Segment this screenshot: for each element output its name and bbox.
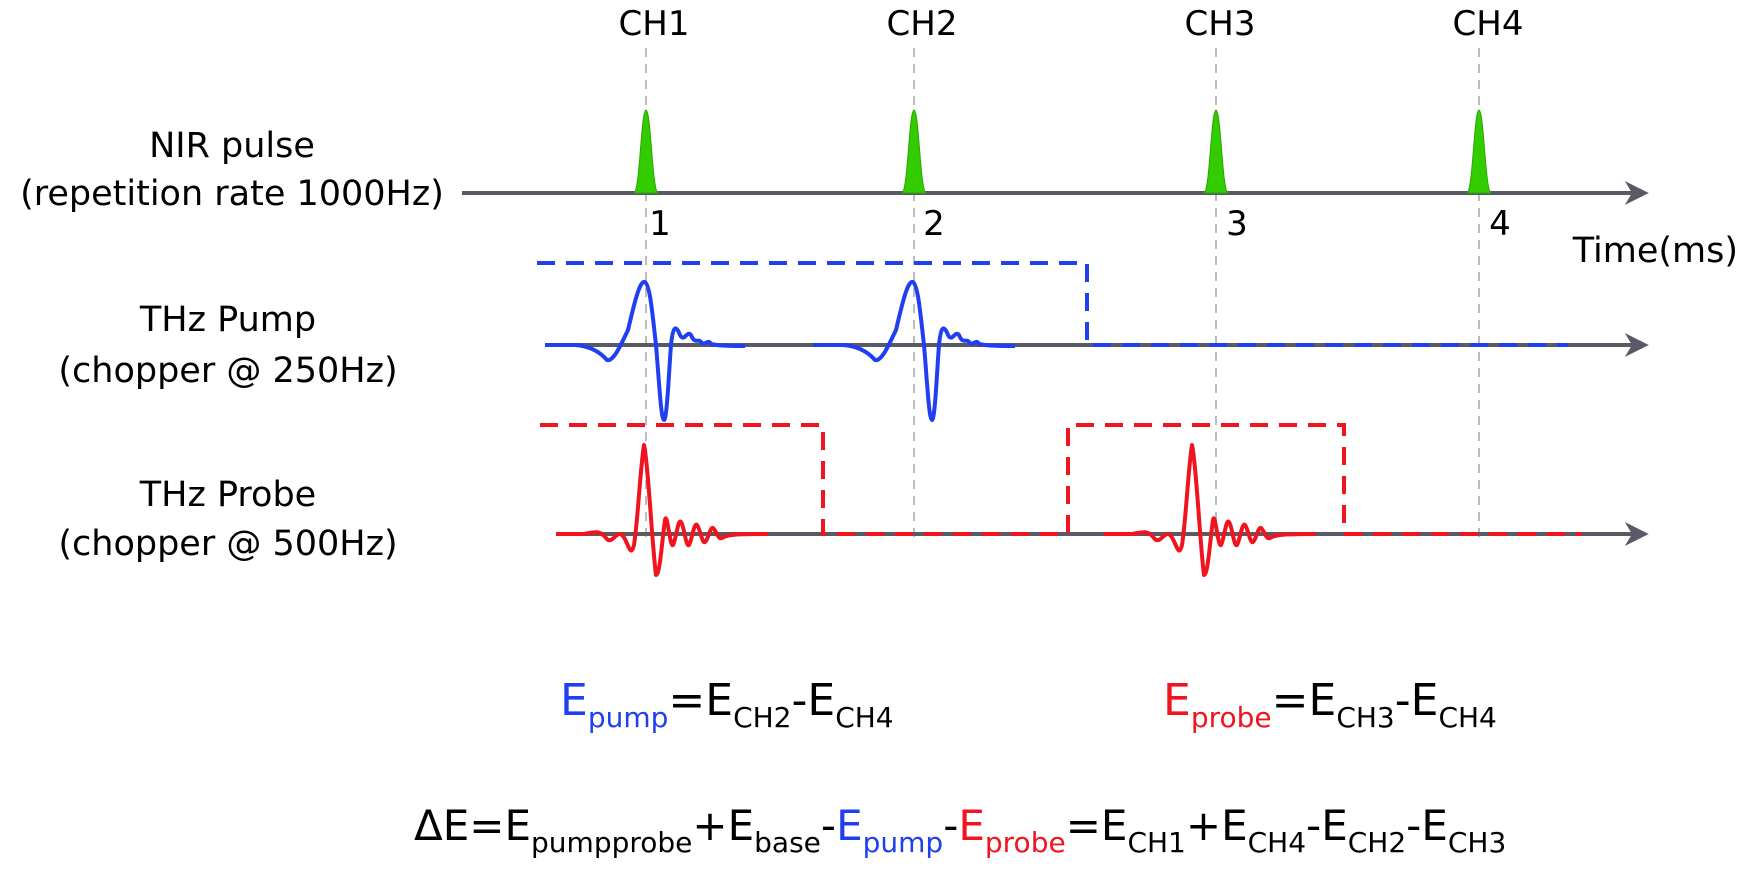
pulse-numbers: 1 2 3 4	[649, 204, 1511, 244]
pulse-number-2: 2	[923, 204, 945, 244]
delta-eq-e: E	[1101, 801, 1128, 850]
pump-waveforms	[545, 280, 1016, 422]
pump-eq-lhs-sub: pump	[588, 701, 669, 734]
delta-equation: ΔE=Epumpprobe+Ebase-Epump-Eprobe=ECH1+EC…	[414, 801, 1506, 859]
pump-eq-term2: E	[807, 675, 835, 726]
channel-label-ch4: CH4	[1453, 4, 1524, 44]
probe-eq-term1: E	[1309, 675, 1337, 726]
delta-eq-d: E	[958, 801, 985, 850]
probe-eq-lhs: E	[1163, 675, 1191, 726]
delta-eq-c-sub: pump	[863, 826, 944, 859]
delta-eq-c: E	[836, 801, 863, 850]
delta-eq-h: E	[1421, 801, 1448, 850]
nir-pulses	[633, 109, 1492, 194]
delta-eq-a: E	[504, 801, 531, 850]
probe-row-title: THz Probe	[139, 475, 316, 515]
delta-eq-equals2: =	[1066, 801, 1101, 850]
pump-row-subtitle: (chopper @ 250Hz)	[58, 351, 397, 391]
delta-eq-f-sub: CH4	[1248, 826, 1306, 859]
delta-eq-plus: +	[692, 801, 727, 850]
nir-pulse-3	[1203, 109, 1229, 194]
channel-guides	[645, 48, 1480, 540]
probe-eq-lhs-sub: probe	[1191, 701, 1272, 734]
probe-eq-term2-sub: CH4	[1438, 701, 1496, 734]
delta-eq-minus4: -	[1406, 801, 1421, 850]
probe-equation: Eprobe=ECH3-ECH4	[1163, 675, 1497, 734]
nir-row-subtitle: (repetition rate 1000Hz)	[20, 174, 444, 214]
pump-eq-lhs: E	[560, 675, 588, 726]
channel-label-ch2: CH2	[887, 4, 958, 44]
pump-chopper-window	[537, 261, 1568, 347]
delta-eq-g-sub: CH2	[1348, 826, 1406, 859]
nir-pulse-4	[1466, 109, 1492, 194]
probe-eq-equals: =	[1272, 675, 1309, 726]
probe-eq-term2: E	[1411, 675, 1439, 726]
delta-eq-f: E	[1221, 801, 1248, 850]
pump-eq-term2-sub: CH4	[835, 701, 893, 734]
delta-eq-g: E	[1321, 801, 1348, 850]
probe-waveform-1	[556, 443, 769, 577]
delta-eq-minus3: -	[1306, 801, 1321, 850]
delta-eq-minus2: -	[943, 801, 958, 850]
delta-eq-b-sub: base	[754, 826, 821, 859]
channel-labels: CH1 CH2 CH3 CH4	[619, 4, 1524, 44]
delta-eq-equals: =	[469, 801, 504, 850]
delta-eq-minus1: -	[821, 801, 836, 850]
pump-equation: Epump=ECH2-ECH4	[560, 675, 894, 734]
pump-eq-term1: E	[705, 675, 733, 726]
pump-eq-equals: =	[668, 675, 705, 726]
pump-waveform-1	[545, 280, 746, 422]
delta-eq-a-sub: pumpprobe	[531, 826, 692, 859]
delta-eq-lhs: ΔE	[414, 801, 469, 850]
probe-waveform-2	[1104, 443, 1317, 577]
pump-waveform-2	[813, 280, 1016, 422]
probe-chopper-window	[540, 423, 1582, 536]
nir-pulse-2	[901, 109, 927, 194]
probe-eq-term1-sub: CH3	[1336, 701, 1394, 734]
delta-eq-h-sub: CH3	[1448, 826, 1506, 859]
pulse-number-3: 3	[1226, 204, 1248, 244]
pulse-number-4: 4	[1489, 204, 1511, 244]
probe-waveforms	[556, 443, 1317, 577]
delta-eq-plus2: +	[1186, 801, 1221, 850]
channel-label-ch1: CH1	[619, 4, 690, 44]
pump-row-title: THz Pump	[139, 300, 316, 340]
nir-pulse-1	[633, 109, 659, 194]
probe-eq-minus: -	[1395, 675, 1411, 726]
probe-row-subtitle: (chopper @ 500Hz)	[58, 524, 397, 564]
delta-eq-b: E	[728, 801, 755, 850]
pulse-number-1: 1	[649, 204, 671, 244]
pump-eq-minus: -	[792, 675, 808, 726]
nir-row-title: NIR pulse	[149, 126, 315, 166]
delta-eq-d-sub: probe	[985, 826, 1066, 859]
time-axis-label: Time(ms)	[1572, 231, 1738, 271]
channel-label-ch3: CH3	[1185, 4, 1256, 44]
delta-eq-e-sub: CH1	[1127, 826, 1185, 859]
pump-eq-term1-sub: CH2	[733, 701, 791, 734]
